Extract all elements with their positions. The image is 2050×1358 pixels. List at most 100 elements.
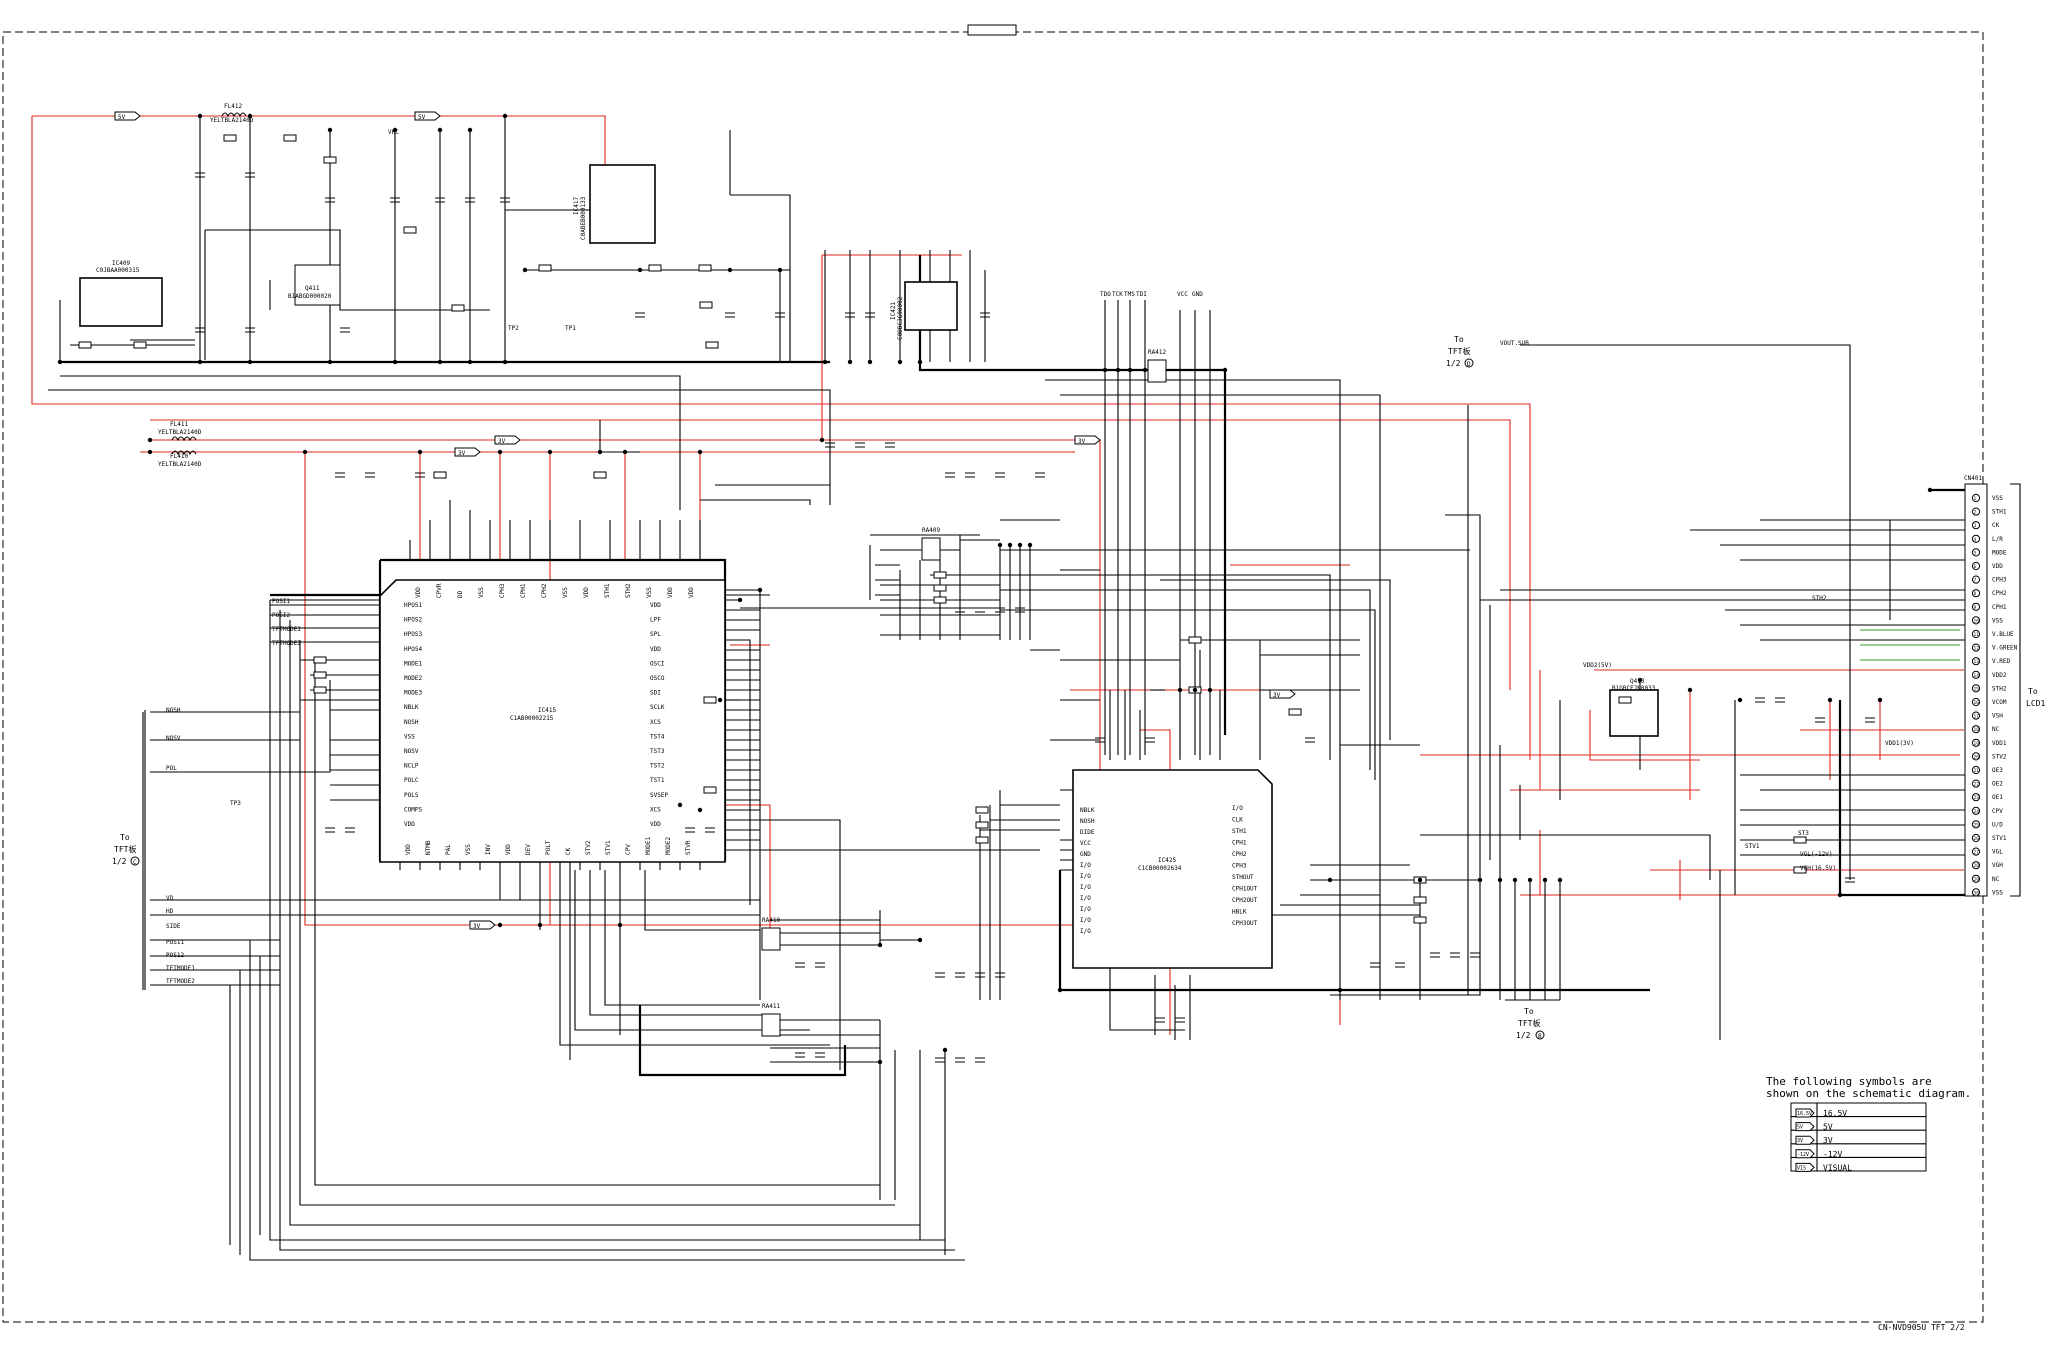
rail-5v-text: 5V <box>118 114 126 121</box>
ic421-part: C0DBCJG00002 <box>897 296 904 340</box>
junction <box>327 359 333 365</box>
legend-symbol <box>1795 1135 1815 1145</box>
ic415-left-pin: NBLK <box>404 704 419 711</box>
ra412-label: RA412 <box>1148 349 1166 356</box>
junction <box>1192 687 1198 693</box>
junction <box>1497 877 1503 883</box>
ic415-right-pin: TST1 <box>650 777 665 784</box>
tp-gnd: GND <box>1192 291 1203 298</box>
sheet-footer: CN-NVD905U TFT 2/2 <box>1878 1323 1965 1332</box>
cn401-pin-number: 5 <box>1974 550 1977 556</box>
cn401-pin-number: 14 <box>1974 673 1980 679</box>
passive-components <box>78 134 1875 1063</box>
ic415-right-pin: TST3 <box>650 748 665 755</box>
junction <box>1142 367 1148 373</box>
junction <box>467 127 473 133</box>
cn401-pin-signal: CPH3 <box>1992 577 2007 584</box>
junction <box>597 449 603 455</box>
rail-tag-5v: 5V <box>114 111 141 121</box>
ic415-top-pin: CPH3 <box>499 583 506 598</box>
bus-tftmode1: TFTMODE1 <box>166 965 195 972</box>
ic425-left-pin: GND <box>1080 851 1091 858</box>
input-posi2: POSI2 <box>272 612 290 619</box>
q413-label: Q413 <box>1630 678 1645 685</box>
capacitor <box>1035 472 1045 478</box>
capacitor <box>500 197 510 203</box>
ic415-left-pin: COMPS <box>404 806 422 813</box>
cn401-pin-signal: VSH <box>1992 713 2003 720</box>
resistor <box>703 786 717 794</box>
cn401-pin <box>1971 643 1981 652</box>
ic425-label: IC425 <box>1158 857 1176 864</box>
tp-tms: TMS <box>1124 291 1135 298</box>
capacitor <box>705 827 715 833</box>
cn401-pin-number: 7 <box>1974 578 1977 584</box>
offpage-c-dest: TFT板 <box>114 844 136 854</box>
ic415-right-pin: VDD <box>650 646 661 653</box>
fl412-label: FL412 <box>224 103 242 110</box>
cn401-pin <box>1971 752 1981 761</box>
ic415-left-pin: HPOS2 <box>404 617 422 624</box>
sig-hd: HD <box>166 908 174 915</box>
cn401-pin-number: 15 <box>1974 686 1980 692</box>
ic415-bottom-pin: VDD <box>505 844 512 855</box>
fl412-part: YELTBLA2140D <box>210 117 254 124</box>
junction <box>57 359 63 365</box>
input-tftmode1: TFTMODE1 <box>272 626 301 633</box>
cn401-pin-number: 18 <box>1974 727 1980 733</box>
rail-tag-3v-e: 3V <box>469 920 496 930</box>
ic425-pins: NBLKNOSHDIDEVCCGNDI/OI/OI/OI/OI/OI/OI/OI… <box>1080 805 1258 935</box>
resistor <box>223 134 237 142</box>
ic409-block: IC409 C0JBAA000315 <box>79 260 163 327</box>
resistor <box>451 304 465 312</box>
junction <box>1337 987 1343 993</box>
ic425-right-pin: I/O <box>1232 805 1243 812</box>
resistor <box>403 226 417 234</box>
cn401-pin-signal: CPV <box>1992 808 2003 815</box>
capacitor <box>935 1057 945 1063</box>
sig-nosv: NOSV <box>166 735 181 742</box>
junction <box>1557 877 1563 883</box>
ic415-right-pin: SDI <box>650 690 661 697</box>
ic415-top-pin: VSS <box>562 587 569 598</box>
bus-pos12: POS12 <box>166 952 184 959</box>
bus-pos11: POS11 <box>166 939 184 946</box>
capacitor <box>815 1052 825 1058</box>
capacitor <box>325 827 335 833</box>
junction <box>522 267 528 273</box>
ic415-bottom-pin: POLT <box>545 840 552 855</box>
cn401-pin <box>1971 806 1981 815</box>
q411-block: Q411 B1ABGD000020 <box>288 264 341 306</box>
cn401-pin <box>1971 548 1981 557</box>
junction <box>1477 877 1483 883</box>
capacitor <box>1775 697 1785 703</box>
cn401-pin <box>1971 629 1981 639</box>
junction <box>392 359 398 365</box>
junction <box>677 802 683 808</box>
ic415-bottom-pin: STV1 <box>605 840 612 855</box>
capacitor <box>195 327 205 333</box>
capacitor <box>775 312 785 318</box>
cn401-pin-signal: L/R <box>1992 536 2003 543</box>
capacitor <box>935 972 945 978</box>
rail-3v-d-text: 3V <box>1273 692 1281 699</box>
cn401-pin-number: 2 <box>1974 510 1977 516</box>
capacitor <box>365 472 375 478</box>
capacitor <box>855 442 865 448</box>
junction <box>1207 687 1213 693</box>
offpage-b-mark: B <box>1538 1033 1542 1040</box>
cn401-pin-number: 10 <box>1974 618 1980 624</box>
capacitor <box>415 472 425 478</box>
junction <box>502 359 508 365</box>
junction <box>897 359 903 365</box>
filter-fl411: FL411 YELTBLA2140D <box>158 421 202 442</box>
cn401-pin <box>1971 765 1981 775</box>
cn401-pin-number: 1 <box>1974 496 1977 502</box>
junction <box>917 937 923 943</box>
junction <box>757 587 763 593</box>
junction <box>437 127 443 133</box>
junction <box>147 449 153 455</box>
resistor <box>1793 836 1807 844</box>
legend-symbol-text: VIS <box>1797 1165 1806 1171</box>
